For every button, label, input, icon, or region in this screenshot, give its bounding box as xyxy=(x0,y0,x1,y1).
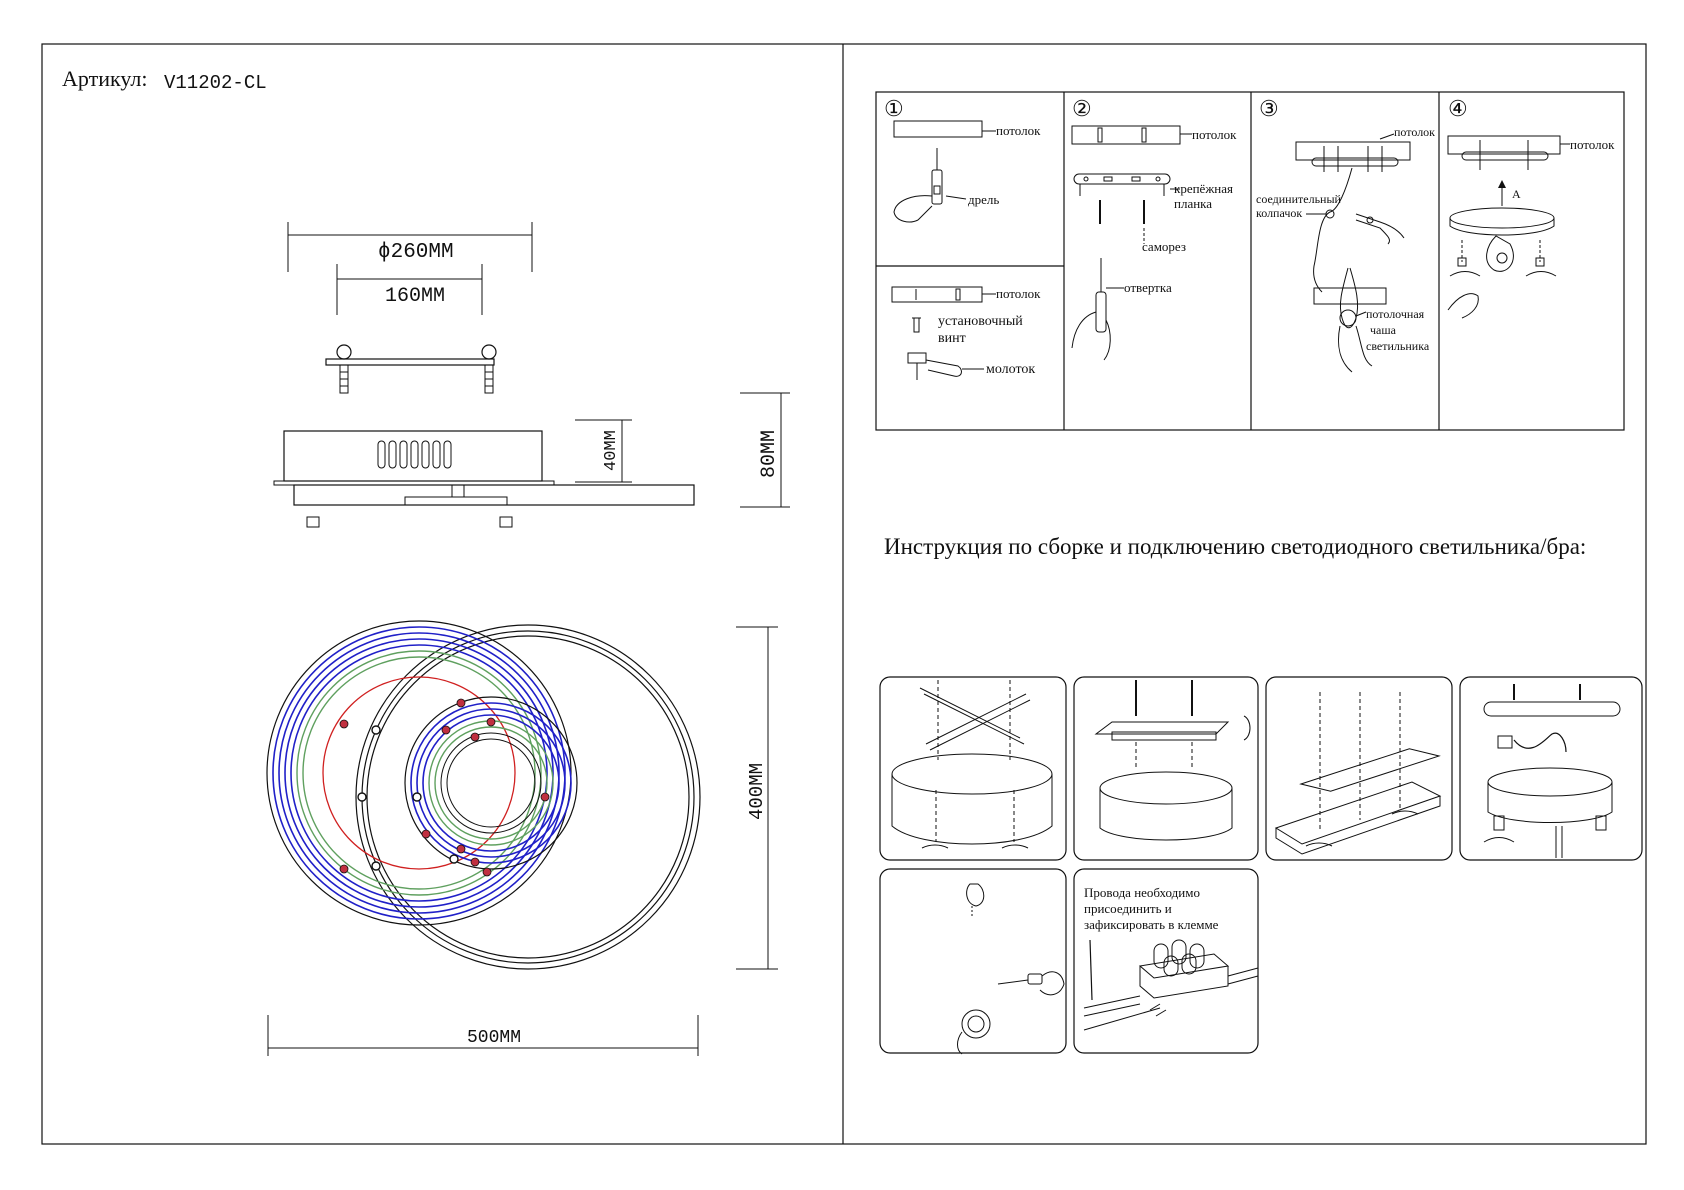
svg-text:соединительный: соединительный xyxy=(1256,192,1342,206)
height-label: 80MM xyxy=(758,430,781,478)
step-3-panel: ③ потолок соединительный колпачок xyxy=(1256,96,1435,373)
svg-text:потолок: потолок xyxy=(996,286,1041,301)
sheet-frame xyxy=(41,43,1647,1145)
depth-label: 40MM xyxy=(602,430,621,471)
wiring-note-line-1: Провода необходимо xyxy=(1084,885,1200,900)
assembly-panels: Провода необходимо присоединить и зафикс… xyxy=(879,676,1643,1055)
diameter-label: ϕ260MM xyxy=(378,241,454,264)
svg-text:потолочная: потолочная xyxy=(1366,307,1425,321)
instruction-title: Инструкция по сборке и подключению свето… xyxy=(884,534,1586,559)
led-dots xyxy=(339,698,550,877)
ring-height-label: 400MM xyxy=(746,763,768,820)
install-steps-table: ① потолок дрель потолок установочный в xyxy=(875,91,1625,431)
bolt-right-icon xyxy=(481,344,497,394)
hammer-icon xyxy=(907,352,962,380)
step-2-number: ② xyxy=(1072,96,1092,121)
step-3-number: ③ xyxy=(1259,96,1279,121)
svg-text:дрель: дрель xyxy=(968,192,999,207)
ring-lamp-icon xyxy=(1449,207,1555,272)
svg-text:потолок: потолок xyxy=(1570,137,1615,152)
assembly-panel-6: Провода необходимо присоединить и зафикс… xyxy=(1073,868,1259,1054)
bolt-left-icon xyxy=(336,344,352,394)
wiring-note-line-3: зафиксировать в клемме xyxy=(1084,917,1219,932)
svg-text:винт: винт xyxy=(938,331,966,346)
wiring-note-line-2: присоединить и xyxy=(1084,901,1172,916)
svg-text:потолок: потолок xyxy=(1394,125,1435,139)
svg-text:чаша: чаша xyxy=(1370,323,1397,337)
mount-nut-icons xyxy=(1449,240,1557,277)
ceiling-cup-icon xyxy=(1338,267,1373,373)
svg-text:планка: планка xyxy=(1174,196,1212,211)
red-ring xyxy=(322,676,516,870)
step-4-panel: ④ потолок A xyxy=(1447,96,1615,319)
svg-text:колпачок: колпачок xyxy=(1256,206,1302,220)
terminal-block-icon xyxy=(1138,939,1230,999)
side-view-drawing: ϕ260MM 160MM xyxy=(273,222,790,528)
vent-slots xyxy=(377,440,452,469)
article-code: V11202-CL xyxy=(164,72,267,94)
screwdriver-icon xyxy=(1071,258,1111,361)
drill-icon xyxy=(893,148,943,223)
svg-text:установочный: установочный xyxy=(938,314,1023,329)
svg-text:потолок: потолок xyxy=(996,123,1041,138)
svg-text:потолок: потолок xyxy=(1192,127,1237,142)
step-4-number: ④ xyxy=(1448,96,1468,121)
top-view-drawing: 400MM 500MM xyxy=(266,620,778,1056)
assembly-panel-5 xyxy=(879,868,1067,1055)
mount-width-label: 160MM xyxy=(385,285,445,308)
blue-ring-outer xyxy=(272,626,566,920)
step-1-panel: ① потолок дрель потолок установочный в xyxy=(884,96,1041,380)
article-label: Артикул: xyxy=(62,66,148,91)
svg-text:крепёжная: крепёжная xyxy=(1174,181,1233,196)
assembly-panel-2 xyxy=(1073,676,1259,861)
svg-text:отвертка: отвертка xyxy=(1124,280,1172,295)
assembly-panel-1 xyxy=(879,676,1067,861)
mounting-plate-icon xyxy=(1073,173,1171,196)
set-screw-icon xyxy=(912,317,921,333)
step-2-panel: ② потолок крепёжная планка саморез xyxy=(1071,96,1237,361)
assembly-panel-3 xyxy=(1265,676,1453,861)
total-width-label: 500MM xyxy=(467,1028,521,1048)
assembly-panel-4 xyxy=(1459,676,1643,861)
svg-text:A: A xyxy=(1512,187,1521,201)
svg-text:саморез: саморез xyxy=(1142,239,1186,254)
svg-text:светильника: светильника xyxy=(1366,339,1430,353)
wire-connector-icon xyxy=(1306,167,1353,293)
svg-text:молоток: молоток xyxy=(986,362,1035,377)
self-tapping-screw-icon xyxy=(1099,200,1145,224)
pliers-icon xyxy=(1355,213,1405,245)
step-1-number: ① xyxy=(884,96,904,121)
